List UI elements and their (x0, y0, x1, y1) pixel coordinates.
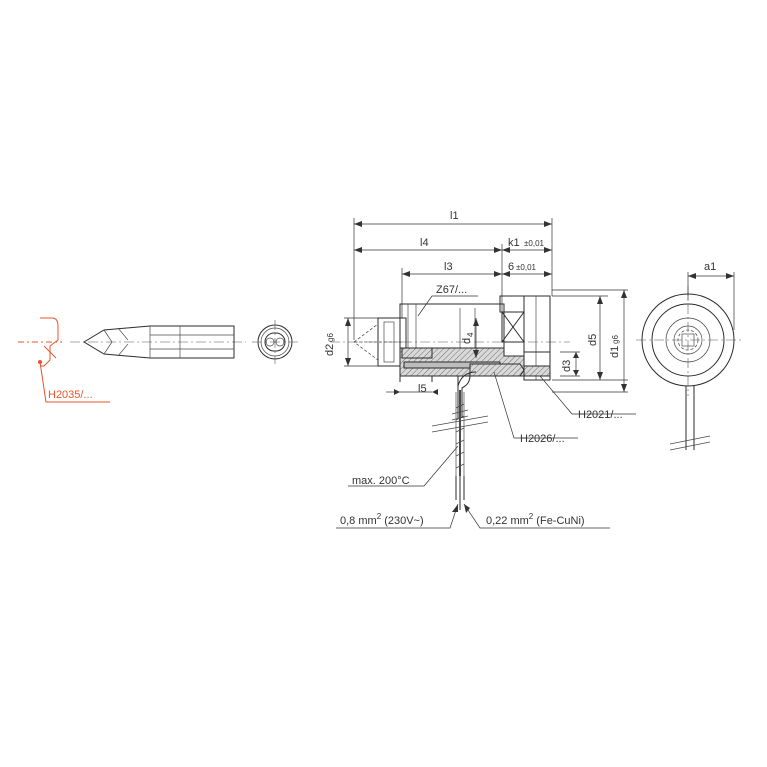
wire-08-label: 0,8 mm2 (230V~) (340, 512, 424, 527)
dimensions (336, 218, 636, 529)
dim-l5: l5 (418, 383, 427, 395)
dim-k1-tolerance: ±0,01 (524, 239, 545, 248)
dim-l3: l3 (444, 261, 453, 273)
dim-d2: d2 (324, 344, 336, 356)
z67-label: Z67/... (436, 284, 467, 296)
dim-d4: d (461, 338, 473, 344)
h2035-label: H2035/... (48, 389, 93, 401)
dim-a1: a1 (704, 261, 716, 273)
dim-six: 6 (508, 261, 514, 273)
dim-six-tolerance: ±0,01 (516, 263, 537, 272)
h2026-label: H2026/... (520, 433, 565, 445)
dim-d2-tolerance: g6 (326, 333, 335, 342)
h2021-label: H2021/... (578, 409, 623, 421)
dim-d4-subscript: 4 (466, 332, 475, 337)
h2035-detail: H2035/... (18, 317, 110, 403)
dim-d1-tolerance: g6 (611, 335, 620, 344)
dim-k1: k1 (508, 237, 520, 249)
main-section-view (330, 295, 570, 510)
dim-d5: d5 (587, 334, 599, 346)
drill-end-view (252, 320, 298, 364)
max-temp-label: max. 200°C (352, 475, 410, 487)
dim-d1: d1 (609, 346, 621, 358)
dim-l4: l4 (420, 237, 429, 249)
dim-d3: d3 (561, 360, 573, 372)
drill-bit (70, 325, 246, 359)
dim-l1: l1 (450, 210, 459, 222)
end-view-right (636, 272, 742, 451)
wire-022-label: 0,22 mm2 (Fe-CuNi) (486, 512, 585, 527)
